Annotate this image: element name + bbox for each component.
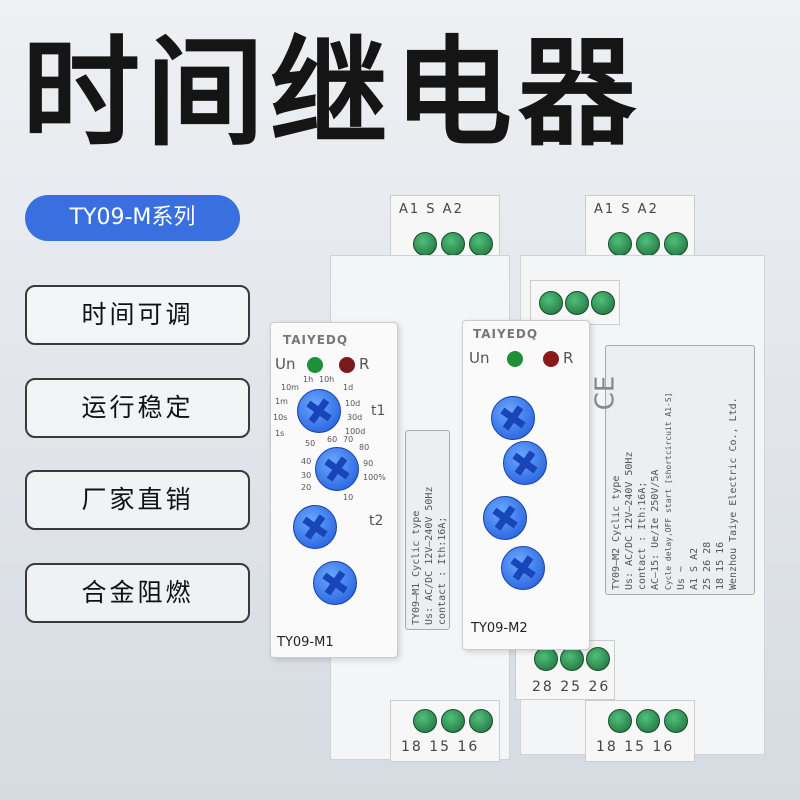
t2-range-dial[interactable] (483, 496, 527, 540)
t2-percent-dial[interactable] (501, 546, 545, 590)
t1-percent-dial[interactable] (503, 441, 547, 485)
manufacturer: Wenzhou Taiye Electric Co., Ltd. (728, 397, 739, 590)
scale-label: 30 (301, 471, 312, 480)
brand-logo: TAIYEDQ (473, 327, 539, 341)
spec-line: TY09—M1 Cyclic type (411, 510, 422, 625)
screw-icon (608, 232, 632, 256)
scale-label: 30d (347, 413, 363, 422)
screw-icon (441, 232, 465, 256)
t1-range-dial[interactable] (491, 396, 535, 440)
scale-label: 60 (327, 435, 338, 444)
scale-label: 50 (305, 439, 316, 448)
terminal-labels: A1 S A2 (594, 202, 659, 217)
screw-icon (560, 647, 584, 671)
model-label: TY09-M2 (471, 621, 528, 636)
screw-icon (636, 709, 660, 733)
scale-label: 10d (345, 399, 361, 408)
screw-icon (441, 709, 465, 733)
relay-led-icon (543, 351, 559, 367)
screw-icon (413, 232, 437, 256)
diagram-label: 18 15 16 (715, 541, 726, 590)
scale-label: 10 (343, 493, 354, 502)
spec-line: contact : Ith:16A; (437, 516, 448, 625)
spec-line: AC—15: Ue/Ie 250V/5A (650, 469, 661, 590)
t1-range-dial[interactable] (297, 389, 341, 433)
scale-label: 70 (343, 435, 354, 444)
scale-label: 1h (303, 375, 314, 384)
scale-label: 100d (345, 427, 366, 436)
feature-stable-operation: 运行稳定 (25, 378, 250, 438)
t2-range-dial[interactable] (293, 505, 337, 549)
scale-label: 1s (275, 429, 285, 438)
ce-mark: CE (590, 375, 621, 411)
screw-icon (469, 709, 493, 733)
t1-percent-dial[interactable] (315, 447, 359, 491)
screw-icon (636, 232, 660, 256)
scale-label: 10s (273, 413, 288, 422)
top-terminal-block: A1 S A2 (585, 195, 695, 265)
power-led-icon (307, 357, 323, 373)
diagram-label: 25 26 28 (702, 541, 713, 590)
spec-line: Us: AC/DC 12V—240V 50Hz (624, 451, 635, 590)
led-label-r: R (359, 355, 370, 373)
t1-label: t1 (371, 403, 386, 419)
scale-label: 1m (275, 397, 288, 406)
scale-label: 10h (319, 375, 335, 384)
spec-line: Cycle delay,OFF start [shortcircuit A1-S… (664, 392, 673, 590)
screw-icon (591, 291, 615, 315)
page-title: 时间继电器 (22, 24, 643, 162)
screw-icon (608, 709, 632, 733)
mid-terminal-block (530, 280, 620, 325)
scale-label: 100% (363, 473, 386, 482)
feature-adjustable-time: 时间可调 (25, 285, 250, 345)
led-label-un: Un (275, 355, 296, 373)
scale-label: 40 (301, 457, 312, 466)
top-terminal-block: A1 S A2 (390, 195, 500, 265)
screw-icon (664, 232, 688, 256)
spec-line: contact : Ith:16A; (637, 481, 648, 590)
scale-label: 20 (301, 483, 312, 492)
scale-label: 90 (363, 459, 374, 468)
t2-label: t2 (369, 513, 384, 529)
front-panel: TAIYEDQ Un R 10m 1h 10h 1d 1m 10d 10s 30… (270, 322, 398, 658)
bottom-terminal-block: 18 15 16 (390, 700, 500, 762)
screw-icon (565, 291, 589, 315)
series-badge: TY09-M系列 (25, 195, 240, 241)
screw-icon (413, 709, 437, 733)
led-label-r: R (563, 349, 574, 367)
terminal-labels: 28 25 26 (532, 679, 611, 695)
feature-flame-retardant: 合金阻燃 (25, 563, 250, 623)
relay-led-icon (339, 357, 355, 373)
front-panel: TAIYEDQ Un R TY09-M2 (462, 320, 590, 650)
led-label-un: Un (469, 349, 490, 367)
screw-icon (664, 709, 688, 733)
model-label: TY09-M1 (277, 635, 334, 650)
power-led-icon (507, 351, 523, 367)
screw-icon (469, 232, 493, 256)
screw-icon (534, 647, 558, 671)
scale-label: 10m (281, 383, 299, 392)
brand-logo: TAIYEDQ (283, 333, 349, 347)
terminal-labels: 18 15 16 (596, 739, 675, 755)
scale-label: 1d (343, 383, 354, 392)
t2-percent-dial[interactable] (313, 561, 357, 605)
scale-label: 80 (359, 443, 370, 452)
spec-line: Us: AC/DC 12V—240V 50Hz (424, 486, 435, 625)
diagram-label: A1 S A2 (689, 547, 700, 590)
mid-bottom-terminal-block: 28 25 26 (515, 640, 615, 700)
screw-icon (586, 647, 610, 671)
terminal-labels: 18 15 16 (401, 739, 480, 755)
bottom-terminal-block: 18 15 16 (585, 700, 695, 762)
screw-icon (539, 291, 563, 315)
feature-factory-direct: 厂家直销 (25, 470, 250, 530)
terminal-labels: A1 S A2 (399, 202, 464, 217)
diagram-label: Us ~ (676, 565, 687, 590)
